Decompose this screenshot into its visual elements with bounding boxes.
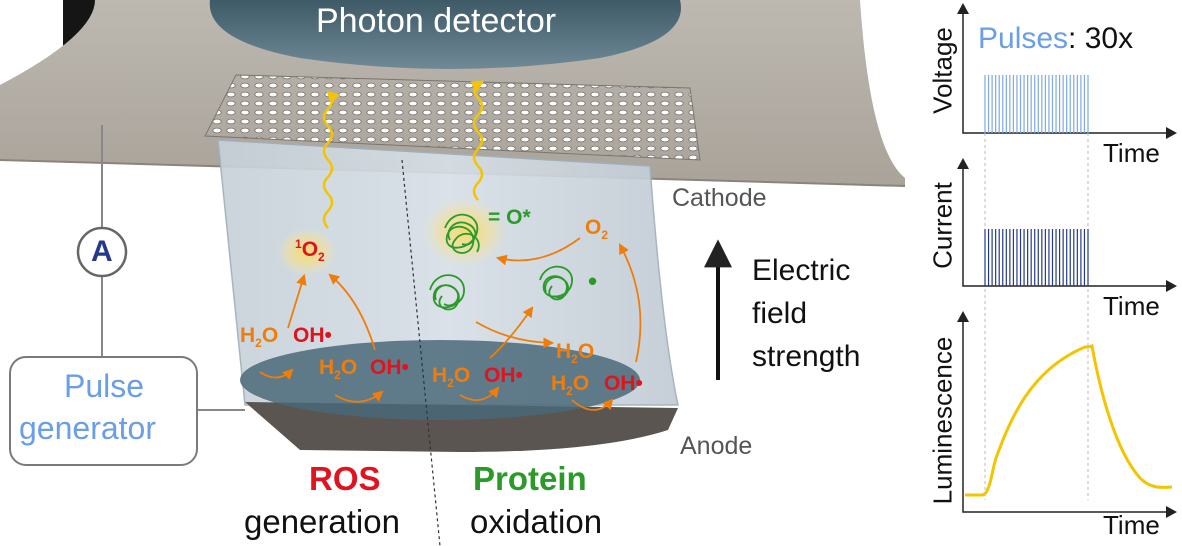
luminescence-xlabel: Time <box>1103 510 1160 540</box>
ammeter-label: A <box>91 235 113 268</box>
native-protein-shape <box>429 274 465 311</box>
hydroxyl-label-2: OH• <box>370 356 409 379</box>
oxidized-protein-label: = O* <box>488 206 531 229</box>
singlet-oxygen-glow <box>277 228 337 276</box>
field-label-line1: Electric <box>752 254 851 287</box>
luminescence-ylabel: Luminescence <box>927 336 958 505</box>
oxidized-protein-shape <box>444 213 480 254</box>
pulse-generator-line1: Pulse <box>64 368 145 404</box>
protein-sub-label: oxidation <box>470 503 603 540</box>
voltage-pulse-train <box>984 75 1089 133</box>
water-label-2: H2O <box>319 356 358 383</box>
field-label-line3: strength <box>752 340 861 373</box>
ammeter-circle <box>76 226 128 278</box>
hydroxyl-label-3: OH• <box>484 364 523 387</box>
ros-label: ROS <box>309 460 381 497</box>
protein-radical-dot: • <box>588 266 598 296</box>
anode-label: Anode <box>680 432 753 460</box>
water-label-3: H2O <box>432 364 471 391</box>
ros-sub-label: generation <box>244 503 400 540</box>
oxygen-label: O2 <box>585 216 609 243</box>
plot-axes <box>962 8 1172 513</box>
pulse-generator-box <box>9 356 198 466</box>
water-label-5: H2O <box>551 372 590 399</box>
photon-wave-left <box>322 90 340 229</box>
current-pulse-train <box>984 229 1089 286</box>
protein-label: Protein <box>473 460 587 497</box>
luminescence-curve <box>965 343 1173 497</box>
current-ylabel: Current <box>927 182 958 269</box>
pulses-label: Pulses: 30x <box>978 22 1134 55</box>
divider-line <box>401 159 441 546</box>
cathode-label: Cathode <box>672 184 767 212</box>
electrolyte-cell <box>217 139 679 406</box>
photon-wave-right <box>470 80 485 201</box>
voltage-ylabel: Voltage <box>927 27 958 114</box>
photon-detector <box>209 0 681 69</box>
protein-radical-shape <box>539 265 573 301</box>
oxidized-protein-glow <box>423 198 507 266</box>
pulse-generator-line2: generator <box>19 410 156 446</box>
water-label-4: H2O <box>556 340 595 367</box>
pulse-guide-lines <box>984 133 1089 500</box>
hydroxyl-label-5: OH• <box>604 372 643 395</box>
anode-surface <box>240 340 640 420</box>
water-label-1: H2O <box>240 324 279 351</box>
voltage-xlabel: Time <box>1103 138 1160 168</box>
singlet-oxygen-label: 1O2 <box>295 237 325 265</box>
reaction-arrows <box>259 237 642 411</box>
hydroxyl-label-1: OH• <box>293 324 332 347</box>
photon-detector-title: Photon detector <box>316 2 557 40</box>
field-label-line2: field <box>752 297 808 330</box>
current-xlabel: Time <box>1103 291 1160 321</box>
